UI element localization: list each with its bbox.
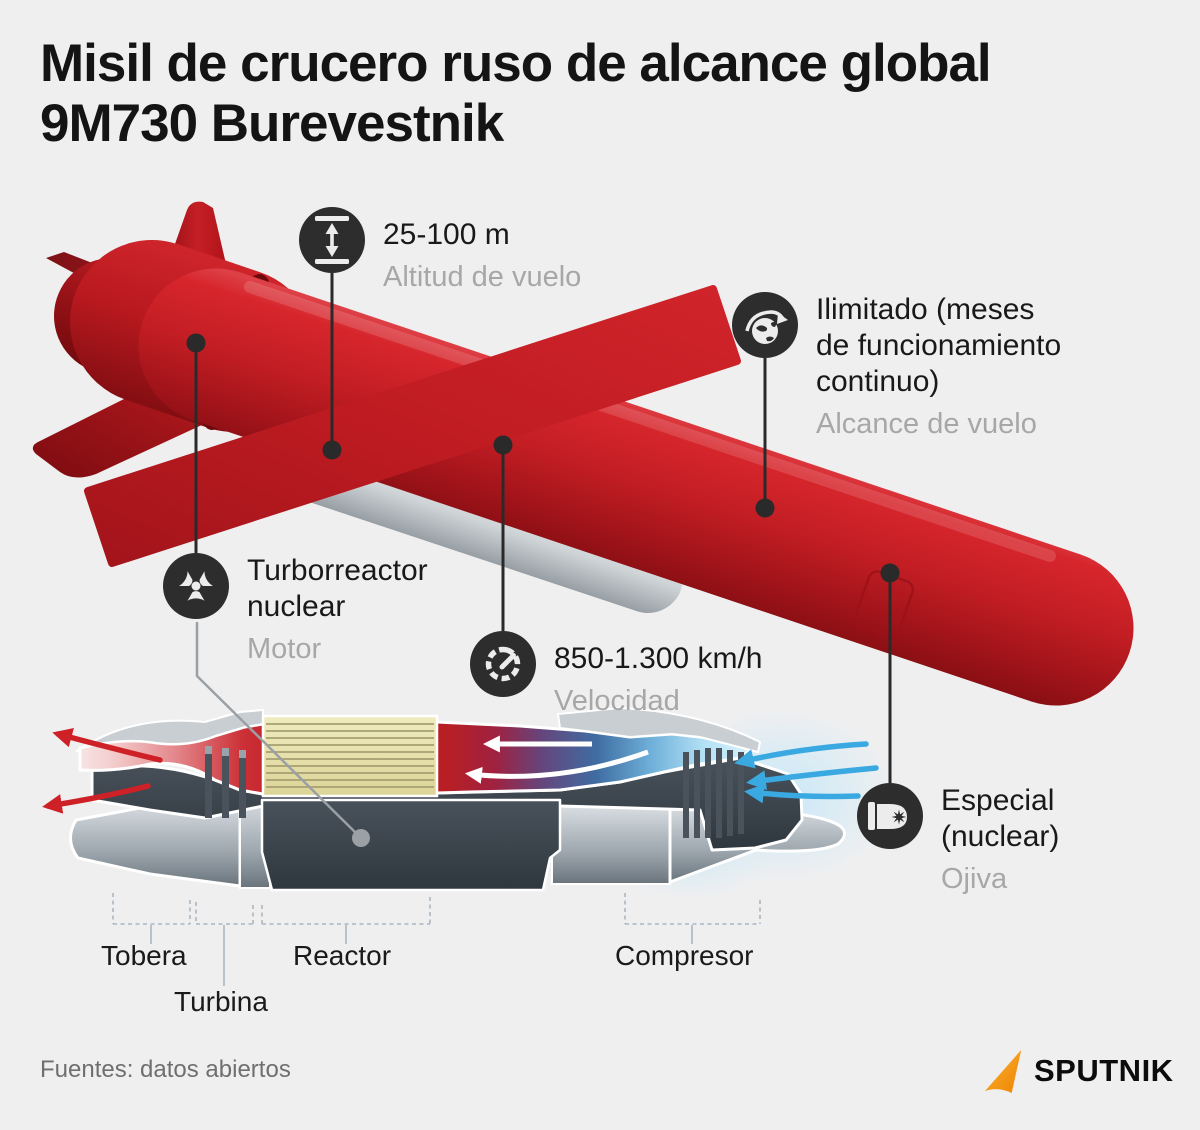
turbine-blades: [205, 746, 246, 818]
sources-note: Fuentes: datos abiertos: [40, 1056, 291, 1083]
callout-dots: [186, 333, 900, 583]
part-label-tobera: Tobera: [101, 940, 187, 971]
range-label: Alcance de vuelo: [816, 408, 1037, 440]
sputnik-logo[interactable]: SPUTNIK: [982, 1046, 1174, 1096]
part-label-turbina: Turbina: [174, 986, 268, 1017]
warhead-icon: [857, 783, 923, 849]
intake-arrows: [734, 741, 879, 804]
warhead-dot: [880, 563, 900, 583]
sputnik-wordmark: SPUTNIK: [1034, 1053, 1174, 1088]
missile-body: [138, 268, 1134, 706]
altitude-label: Altitud de vuelo: [383, 261, 582, 293]
engine-cutaway: [42, 622, 896, 898]
motor-leader-line: [195, 622, 370, 847]
starburst: [891, 809, 907, 825]
top-shell-left: [75, 708, 264, 753]
altitude-value: 25-100 m: [383, 218, 510, 251]
warhead-value: Especial(nuclear): [941, 784, 1060, 853]
reactor-core: [261, 714, 439, 798]
speed-value: 850-1.300 km/h: [554, 642, 763, 675]
altitude-dot: [322, 440, 342, 460]
radiation-icon: [163, 553, 229, 619]
part-label-compresor: Compresor: [615, 940, 754, 971]
warhead-label: Ojiva: [941, 863, 1008, 895]
page-title: Misil de crucero ruso de alcance global …: [40, 34, 992, 154]
airflow-arrows-internal: [464, 735, 649, 784]
speedometer-icon: [470, 631, 536, 697]
reactor-core-stripes: [266, 723, 434, 788]
callout-speed: 850-1.300 km/h Velocidad: [470, 631, 762, 718]
sputnik-flag-icon: [984, 1049, 1022, 1093]
speed-dot: [493, 435, 513, 455]
motor-dot: [186, 333, 206, 353]
speed-label: Velocidad: [554, 685, 680, 717]
callout-altitude: 25-100 m Altitud de vuelo: [299, 207, 581, 294]
missile-wing: [84, 285, 741, 567]
body-sheen: [244, 281, 1056, 562]
part-label-reactor: Reactor: [293, 940, 392, 971]
reactor-housing: [260, 798, 562, 892]
compressor-blades: [683, 748, 744, 838]
callout-connectors: [194, 273, 892, 783]
globe-route-icon: [732, 292, 798, 358]
callout-warhead: Especial(nuclear) Ojiva: [857, 783, 1059, 896]
engine-label: Motor: [247, 633, 322, 665]
altitude-range-icon: [299, 207, 365, 273]
hull-cylinder: [551, 801, 671, 885]
range-dot: [755, 498, 775, 518]
top-shell-right: [556, 706, 762, 754]
part-brackets: [112, 893, 761, 986]
exhaust-arrows: [42, 728, 163, 814]
